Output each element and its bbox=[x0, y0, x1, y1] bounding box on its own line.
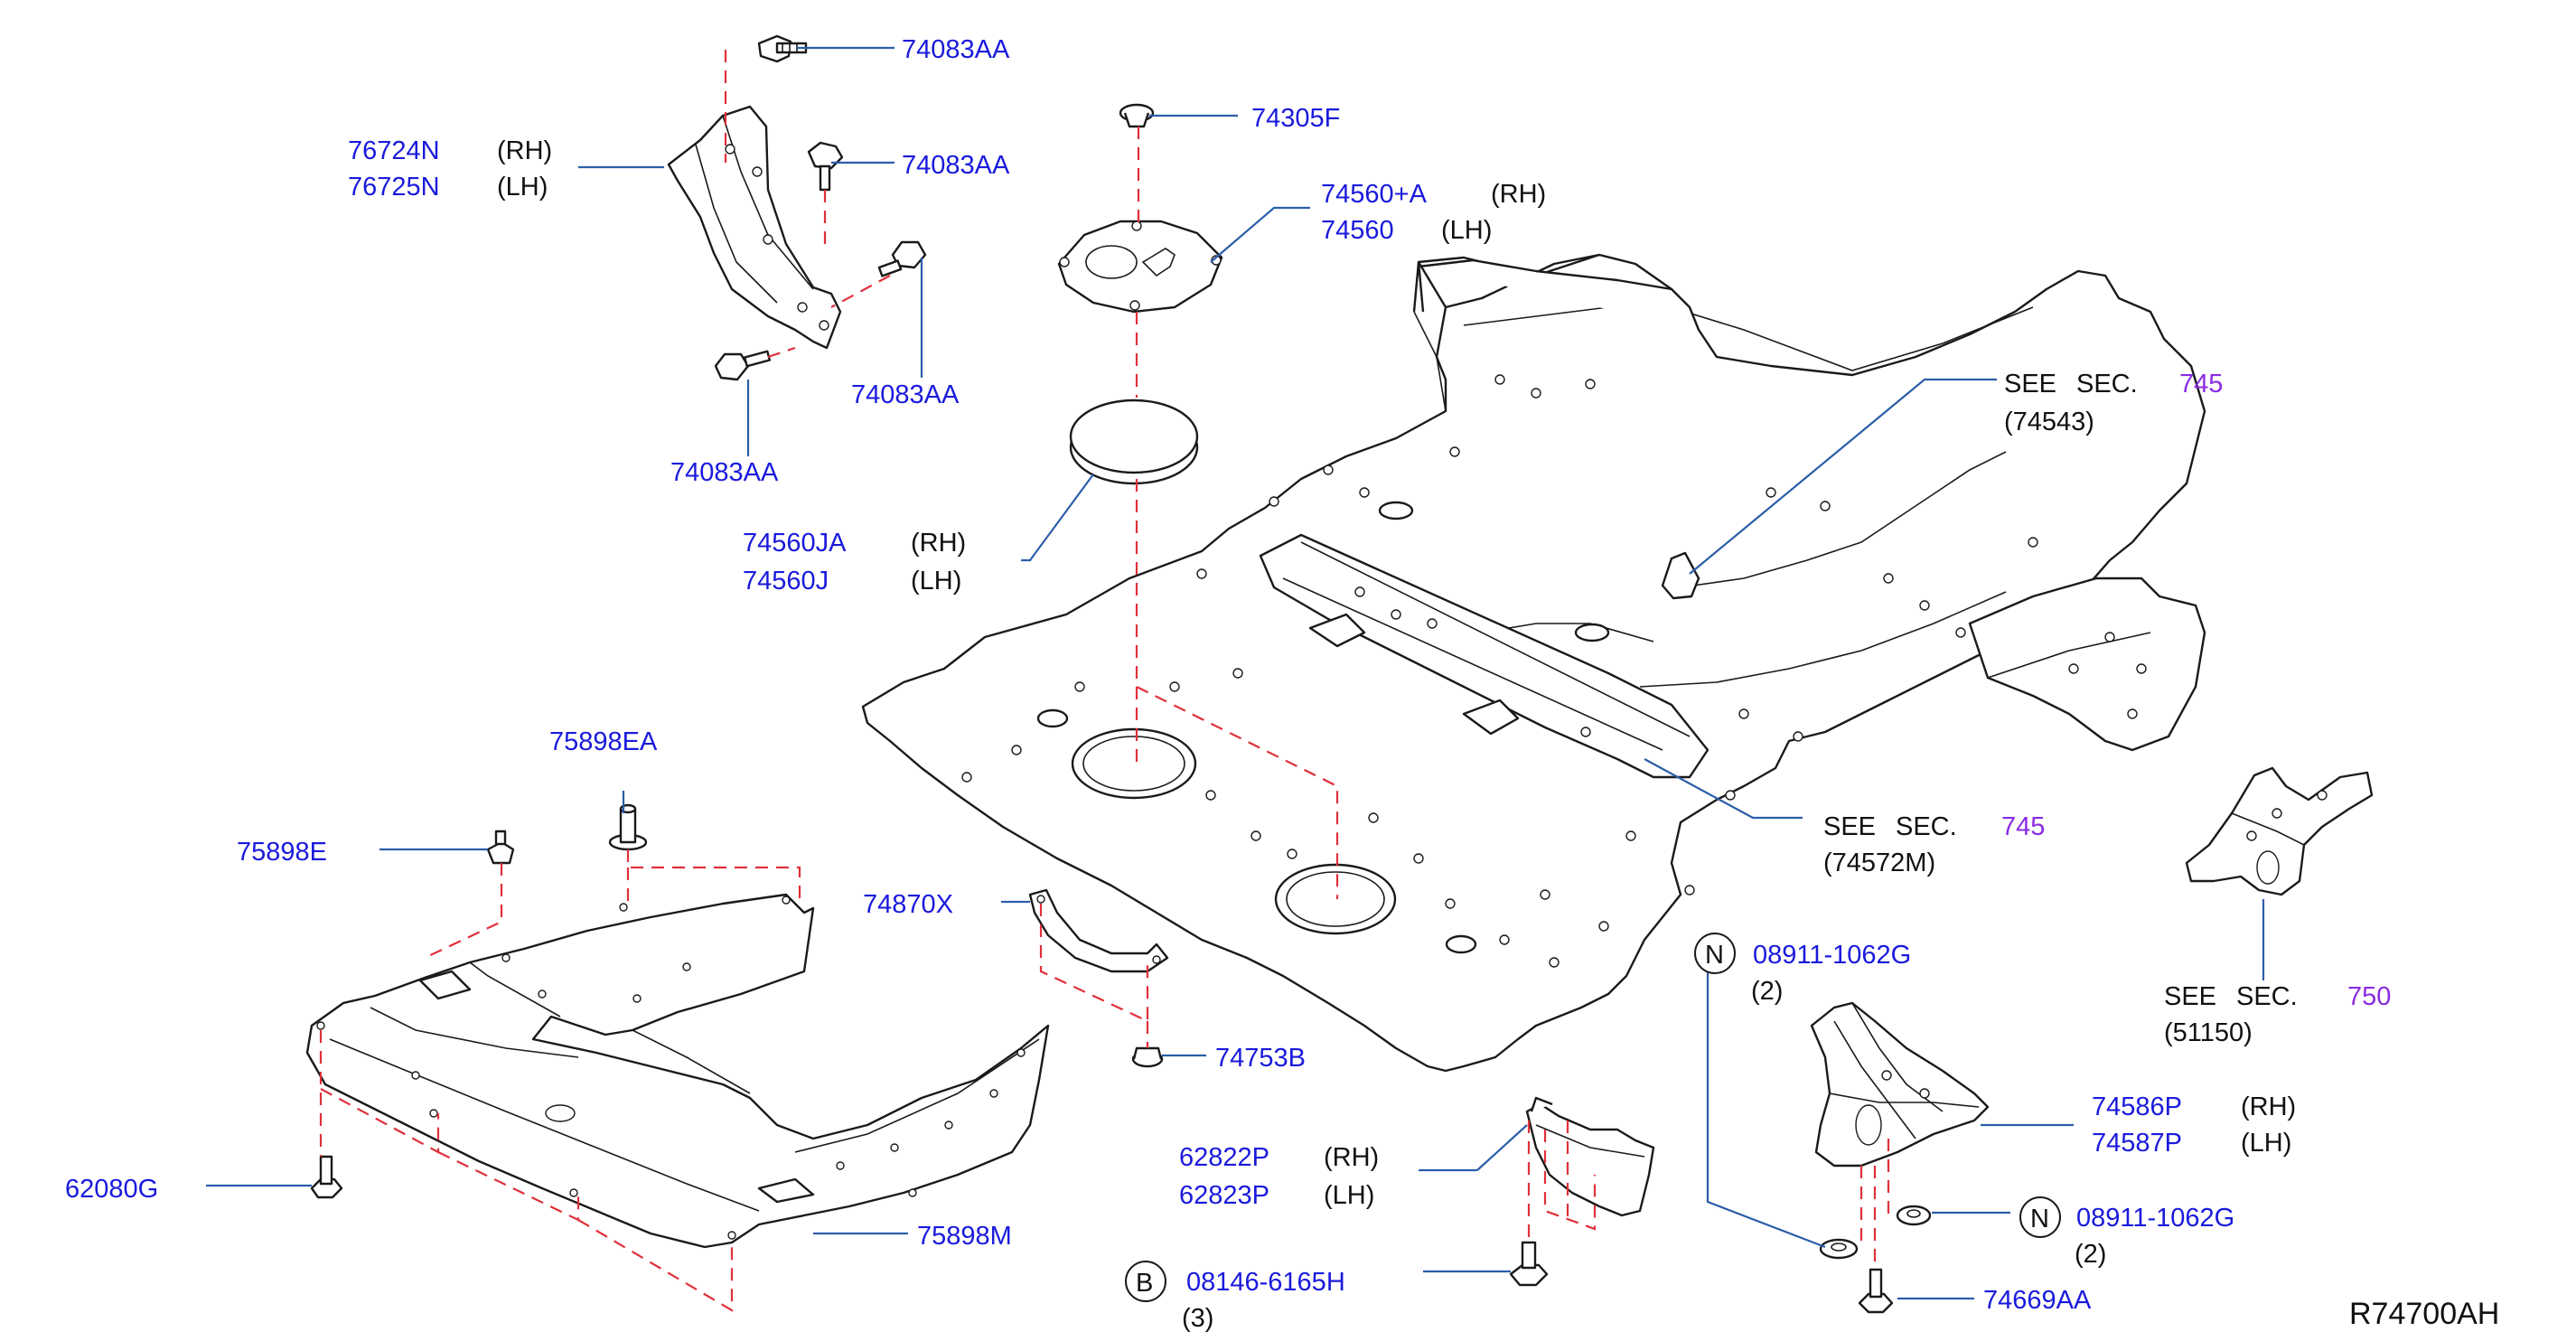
label-74870X: 74870X bbox=[863, 890, 953, 919]
label-74560JA-side: (RH) bbox=[911, 529, 966, 558]
label-62823P-side: (LH) bbox=[1324, 1181, 1374, 1210]
plug-74305F bbox=[1119, 103, 1155, 128]
label-62822P: 62822P bbox=[1179, 1143, 1269, 1172]
rear-floor-panel bbox=[861, 253, 2206, 1073]
see-sec-3-ref: (51150) bbox=[2164, 1018, 2253, 1047]
label-74560JA: 74560JA bbox=[743, 529, 847, 558]
nut-74753B bbox=[1131, 1046, 1164, 1068]
clip-08911-bottom bbox=[1896, 1205, 1932, 1226]
bolt-08146-6165H bbox=[1509, 1241, 1549, 1287]
label-75898E: 75898E bbox=[237, 838, 327, 867]
bolt-74083AA-right bbox=[877, 240, 927, 277]
cover-74560 bbox=[1057, 220, 1223, 314]
bolt-74083AA-bottom bbox=[714, 350, 772, 381]
label-74560: 74560 bbox=[1321, 216, 1394, 245]
label-74586P-side: (RH) bbox=[2241, 1092, 2296, 1121]
label-08911-bottom-qty: (2) bbox=[2075, 1240, 2106, 1269]
splash-guard-74586P bbox=[1810, 1001, 1990, 1168]
label-74560A-side: (RH) bbox=[1491, 180, 1546, 209]
label-08911-top-qty: (2) bbox=[1751, 977, 1783, 1006]
label-74560J-side: (LH) bbox=[911, 567, 961, 595]
label-76725N: 76725N bbox=[348, 173, 440, 202]
label-74083AA-mid: 74083AA bbox=[902, 151, 1010, 180]
label-76724N: 76724N bbox=[348, 136, 440, 165]
label-74753B: 74753B bbox=[1215, 1044, 1306, 1073]
see-sec-1-word: SEE bbox=[2004, 370, 2056, 399]
label-08146-6165H: 08146-6165H bbox=[1186, 1268, 1345, 1297]
label-62080G: 62080G bbox=[65, 1175, 158, 1204]
bolt-62080G bbox=[310, 1155, 343, 1199]
label-74587P: 74587P bbox=[2092, 1129, 2182, 1158]
label-62823P: 62823P bbox=[1179, 1181, 1269, 1210]
label-75898EA: 75898EA bbox=[549, 727, 658, 756]
bracket-sec-750 bbox=[2185, 766, 2374, 896]
callout-labels: 74083AA 74083AA 74083AA 74083AA 76724N (… bbox=[65, 35, 2499, 1333]
clip-08911-top bbox=[1819, 1238, 1859, 1260]
label-74560-side: (LH) bbox=[1441, 216, 1492, 245]
label-74560A: 74560+A bbox=[1321, 180, 1428, 209]
see-sec-1-suffix: SEC. bbox=[2076, 370, 2138, 399]
mud-guard-62822P bbox=[1525, 1096, 1655, 1217]
see-sec-1-ref: (74543) bbox=[2004, 408, 2094, 436]
label-74083AA-top: 74083AA bbox=[902, 35, 1010, 64]
label-74586P: 74586P bbox=[2092, 1092, 2182, 1121]
label-74587P-side: (LH) bbox=[2241, 1129, 2291, 1158]
label-74560J: 74560J bbox=[743, 567, 829, 595]
diagram-reference-code: R74700AH bbox=[2349, 1297, 2499, 1331]
bracket-76724N bbox=[667, 105, 842, 350]
badge-circle-N-top bbox=[1694, 933, 1736, 974]
label-08911-top: 08911-1062G bbox=[1753, 941, 1911, 970]
label-76725N-side: (LH) bbox=[497, 173, 548, 202]
assembly-guides bbox=[319, 50, 1890, 1312]
badge-N-bottom: N bbox=[2030, 1205, 2049, 1233]
floor-holes bbox=[961, 374, 2147, 968]
badge-N-top: N bbox=[1705, 941, 1724, 970]
see-sec-2-word: SEE bbox=[1823, 812, 1876, 841]
label-75898M: 75898M bbox=[917, 1222, 1012, 1251]
under-cover-75898M bbox=[305, 893, 1050, 1249]
label-74083AA-right: 74083AA bbox=[851, 380, 960, 409]
see-sec-3-word: SEE bbox=[2164, 982, 2216, 1011]
badge-circle-B bbox=[1125, 1261, 1166, 1302]
see-sec-3-suffix: SEC. bbox=[2236, 982, 2298, 1011]
see-sec-2-suffix: SEC. bbox=[1896, 812, 1957, 841]
clip-75898E bbox=[486, 830, 515, 865]
see-sec-2-number: 745 bbox=[2001, 812, 2045, 841]
label-74083AA-bottom: 74083AA bbox=[670, 458, 779, 487]
clip-75898EA bbox=[608, 803, 648, 851]
label-74669AA: 74669AA bbox=[1983, 1286, 2092, 1315]
label-62822P-side: (RH) bbox=[1324, 1143, 1379, 1172]
label-74305F: 74305F bbox=[1251, 104, 1340, 133]
ring-74560JA bbox=[1069, 399, 1199, 485]
bracket-74870X bbox=[1028, 888, 1169, 973]
badge-B: B bbox=[1136, 1269, 1153, 1298]
label-08146-qty: (3) bbox=[1182, 1304, 1213, 1333]
leader-lines bbox=[206, 46, 2265, 1300]
see-sec-1-number: 745 bbox=[2179, 370, 2223, 399]
label-76724N-side: (RH) bbox=[497, 136, 552, 165]
see-sec-2-ref: (74572M) bbox=[1823, 849, 1935, 877]
badge-circle-N-bottom bbox=[2019, 1196, 2061, 1238]
label-08911-bottom: 08911-1062G bbox=[2076, 1204, 2234, 1233]
see-sec-3-number: 750 bbox=[2347, 982, 2391, 1011]
bolt-74083AA-mid bbox=[807, 141, 844, 192]
screw-74669AA bbox=[1858, 1268, 1894, 1314]
